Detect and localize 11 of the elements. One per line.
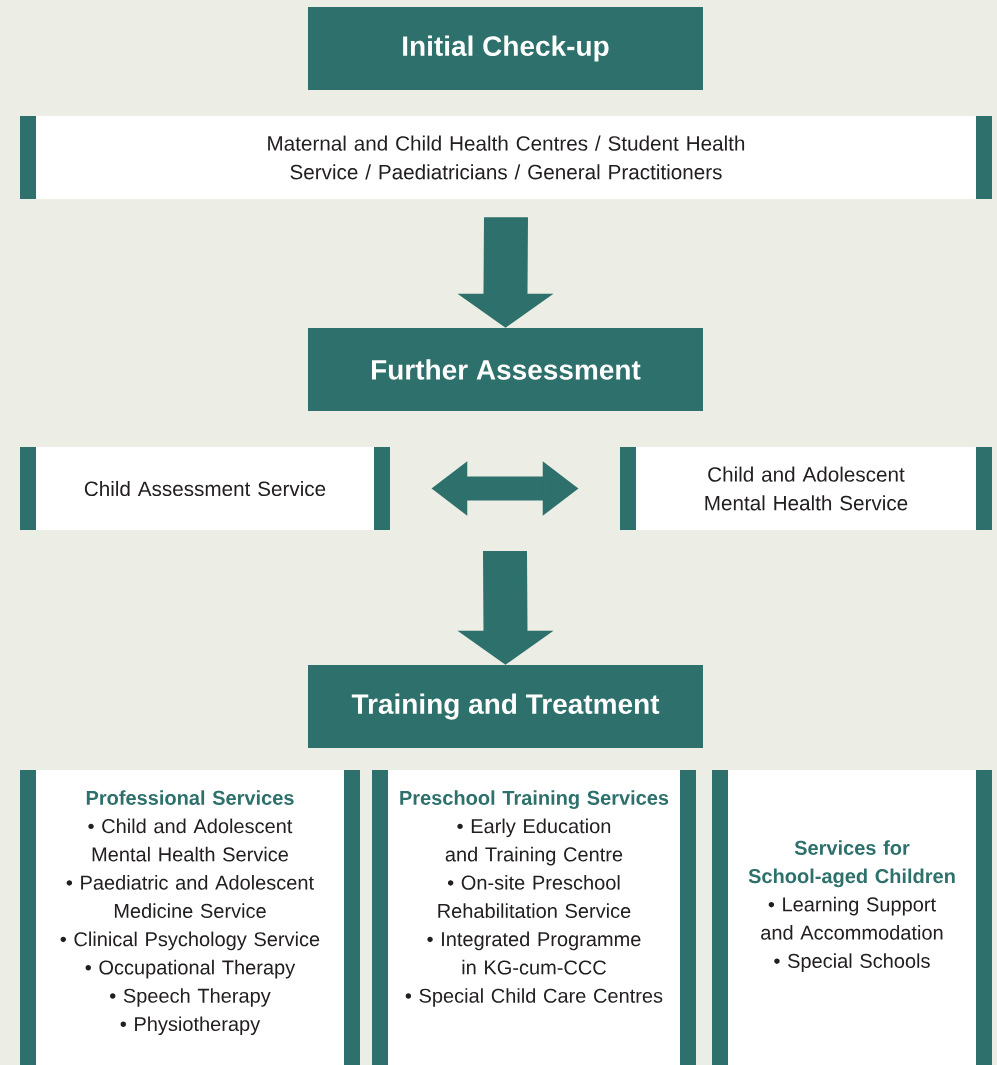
service-box: Child Assessment Service (20, 447, 390, 530)
stage-box: Training and Treatment (308, 665, 703, 748)
service-panel: Preschool Training Services • Early Education and Training Centre • On-site Preschool Rehabilitation Service • Integrated Programme in KG-cum-CCC • Special Child Care Centres (372, 770, 696, 1065)
service-box: Child and Adolescent Mental Health Service (620, 447, 992, 530)
service-panel: Professional Services • Child and Adolescent Mental Health Service • Paediatric and Adolescent Medicine Service • Clinical Psychology Service • Occupational Therapy • Speech Therapy • Physiotherapy (20, 770, 360, 1065)
arrow (457, 217, 554, 328)
arrow (457, 551, 554, 665)
stage-box: Initial Check-up (308, 7, 703, 90)
service-panel: Services for School-aged Children • Learning Support and Accommodation • Special Schools (712, 770, 992, 1065)
service-box: Maternal and Child Health Centres / Student Health Service / Paediatricians / General Practitioners (20, 116, 992, 199)
stage-box: Further Assessment (308, 328, 703, 411)
